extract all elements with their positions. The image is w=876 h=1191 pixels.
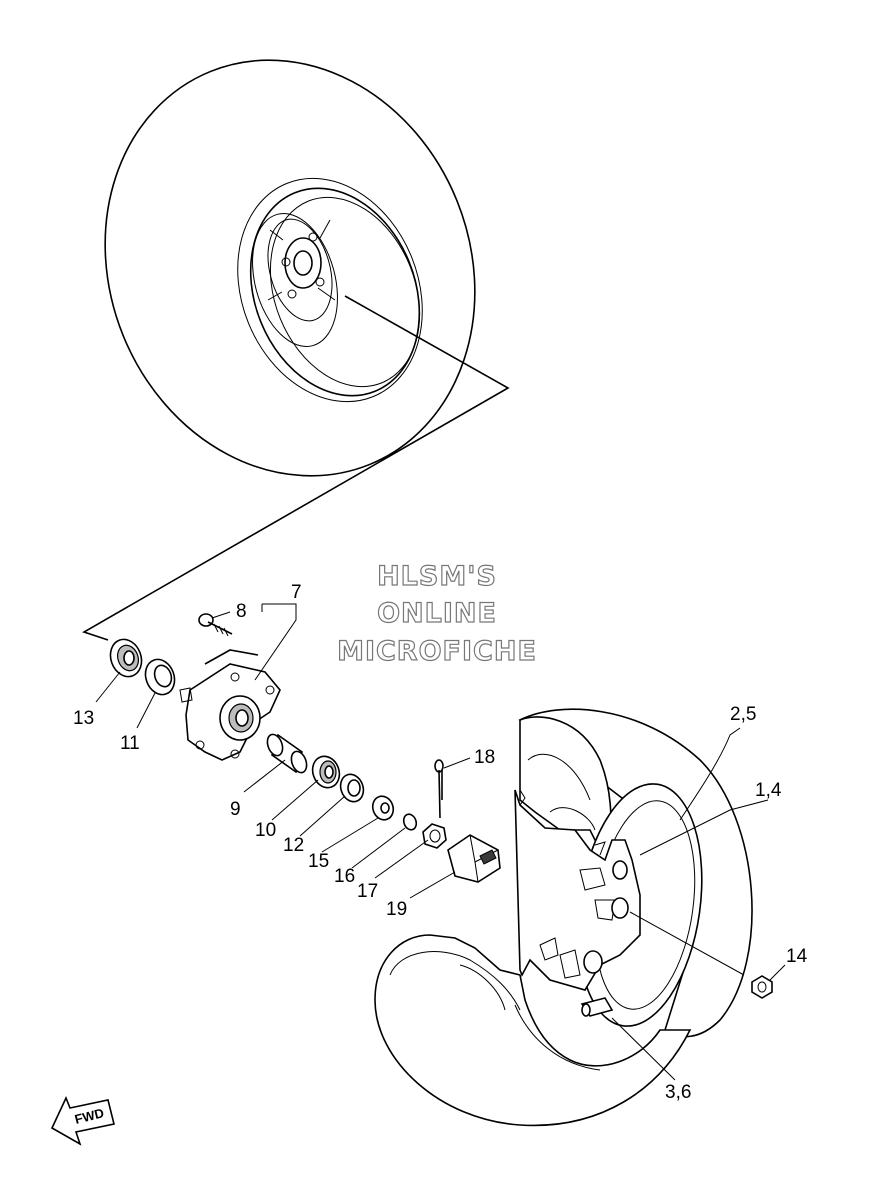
nut-17 xyxy=(422,823,447,849)
label-7: 7 xyxy=(291,582,302,603)
watermark-line-2: ONLINE xyxy=(377,598,497,629)
split-wheel xyxy=(374,708,773,1127)
cap-19 xyxy=(447,834,501,883)
label-8: 8 xyxy=(236,601,247,622)
bearing-11 xyxy=(144,658,176,696)
label-17: 17 xyxy=(357,881,378,902)
watermark-line-3: MICROFICHE xyxy=(337,636,537,667)
bearing-10 xyxy=(311,755,341,789)
washer-16 xyxy=(402,813,418,831)
fwd-label: FWD xyxy=(73,1105,105,1127)
label-13: 13 xyxy=(73,708,94,729)
label-2-5: 2,5 xyxy=(730,704,756,725)
part-labels: 1,4 2,5 3,6 7 8 9 10 11 12 13 14 15 16 1… xyxy=(73,582,808,1103)
label-14: 14 xyxy=(786,946,808,967)
label-12: 12 xyxy=(283,835,304,856)
label-11: 11 xyxy=(120,733,140,754)
bolt-8 xyxy=(198,613,233,637)
fwd-arrow-icon: FWD xyxy=(50,1095,115,1146)
label-10: 10 xyxy=(255,820,276,841)
collar-9 xyxy=(266,733,308,774)
bearing-13 xyxy=(109,638,143,678)
label-9: 9 xyxy=(230,799,241,820)
assembled-wheel xyxy=(104,59,476,477)
label-15: 15 xyxy=(308,851,329,872)
explode-lines xyxy=(82,295,510,665)
cotter-pin-18 xyxy=(434,759,444,819)
label-16: 16 xyxy=(334,866,355,887)
watermark-line-1: HLSM'S xyxy=(377,561,497,592)
collar-15 xyxy=(371,795,395,821)
label-3-6: 3,6 xyxy=(665,1082,691,1103)
label-1-4: 1,4 xyxy=(755,780,782,801)
seal-12 xyxy=(339,773,365,803)
watermark: HLSM'S ONLINE MICROFICHE xyxy=(336,560,537,667)
label-19: 19 xyxy=(386,899,407,920)
leader-lines xyxy=(95,603,786,1081)
label-18: 18 xyxy=(474,747,495,768)
hub-7 xyxy=(179,663,281,761)
